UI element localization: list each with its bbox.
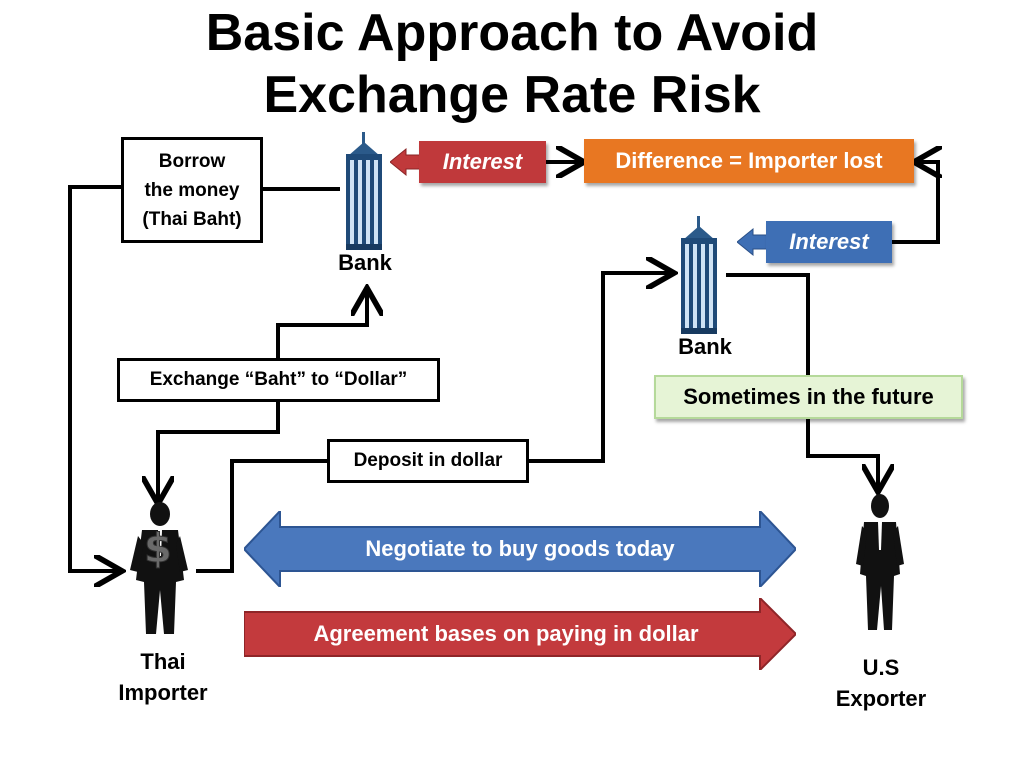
difference-tag: Difference = Importer lost: [584, 139, 914, 183]
interest-tag-left: Interest: [419, 141, 546, 183]
agreement-banner-shape: [244, 598, 796, 670]
line-exchange-to-importer: [158, 402, 280, 500]
importer-person-icon: $: [130, 502, 188, 634]
line-exchange-to-bank: [276, 292, 367, 360]
line-interest-to-difference: [892, 162, 938, 244]
title-line-1: Basic Approach to Avoid: [205, 4, 819, 62]
page-title: Basic Approach to Avoid Exchange Rate Ri…: [0, 2, 1024, 126]
negotiate-banner-text: Negotiate to buy goods today: [365, 536, 675, 561]
exporter-label-line-2: Exporter: [835, 686, 927, 711]
borrow-line-3: (Thai Baht): [142, 208, 242, 230]
borrow-line-2: the money: [144, 179, 240, 201]
negotiate-banner-shape: [244, 511, 796, 587]
line-borrow-to-importer: [68, 185, 121, 571]
agreement-banner-text: Agreement bases on paying in dollar: [313, 621, 699, 646]
exporter-label-line-1: U.S: [862, 655, 900, 680]
bank-label-left: Bank: [338, 250, 392, 275]
deposit-box: Deposit in dollar: [327, 439, 529, 483]
exporter-label: U.S Exporter: [806, 652, 956, 714]
line-bank-to-exporter: [726, 273, 878, 488]
exchange-box: Exchange “Baht” to “Dollar”: [117, 358, 440, 402]
line-deposit-to-bank: [528, 273, 670, 463]
svg-text:$: $: [144, 526, 172, 572]
line-importer-to-deposit: [196, 459, 328, 573]
title-line-2: Exchange Rate Risk: [263, 66, 761, 124]
importer-label-line-2: Importer: [118, 680, 208, 705]
exporter-person-icon: [856, 494, 904, 630]
interest-tag-right: Interest: [766, 221, 892, 263]
bank-label-right: Bank: [678, 334, 732, 359]
bank-building-icon-left: [346, 132, 382, 250]
importer-label-line-1: Thai: [140, 649, 186, 674]
borrow-money-box: Borrow the money (Thai Baht): [121, 137, 263, 243]
importer-label: Thai Importer: [88, 646, 238, 708]
borrow-line-1: Borrow: [158, 150, 226, 172]
future-tag: Sometimes in the future: [654, 375, 963, 419]
bank-building-icon-right: [681, 216, 717, 334]
